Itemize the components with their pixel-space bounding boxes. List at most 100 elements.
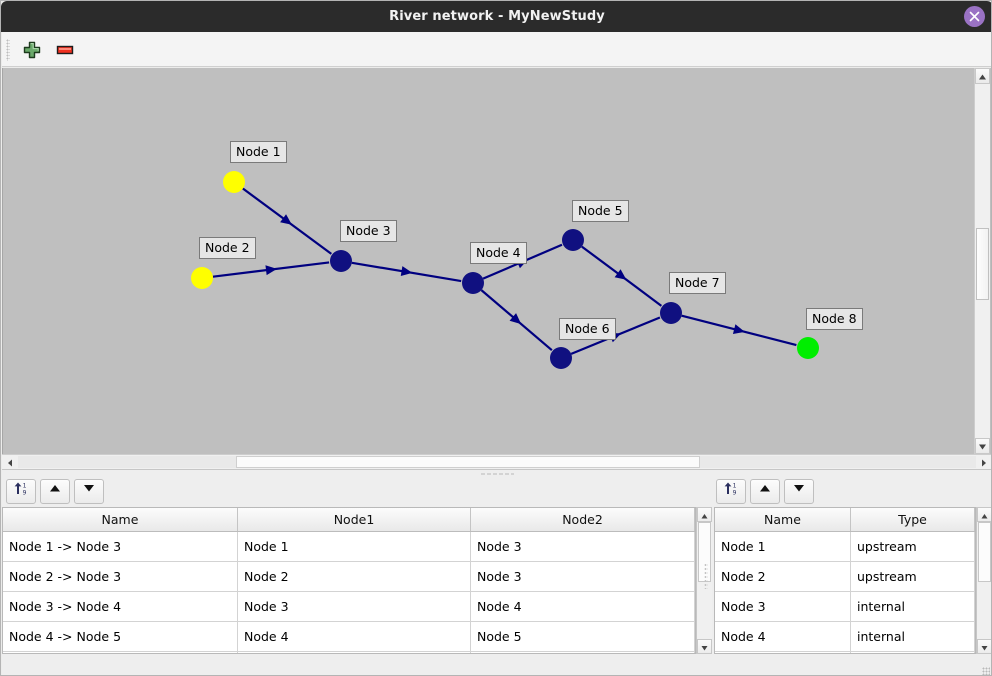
node-label-node7[interactable]: Node 7 <box>669 272 726 294</box>
branches-table-column-header[interactable]: Node1 <box>237 508 471 532</box>
node-label-node8[interactable]: Node 8 <box>806 308 863 330</box>
nodes-table-cell[interactable] <box>715 651 851 653</box>
branches-move-down-button[interactable] <box>74 479 104 504</box>
branches-table-cell[interactable]: Node 3 <box>470 531 695 562</box>
branches-table-cell[interactable]: Node 1 <box>237 531 471 562</box>
branches-table-cell[interactable]: Node 2 <box>237 561 471 592</box>
edge-arrow-icon <box>732 324 745 334</box>
nodes-table-cell[interactable]: internal <box>850 621 975 652</box>
branches-table-cell[interactable] <box>237 651 471 653</box>
graph-node-node2[interactable] <box>191 267 213 289</box>
nodes-move-up-button[interactable] <box>750 479 780 504</box>
svg-text:9: 9 <box>733 489 737 496</box>
nodes-scroll-thumb[interactable] <box>978 522 991 582</box>
node-label-node2[interactable]: Node 2 <box>199 237 256 259</box>
graph-node-node4[interactable] <box>462 272 484 294</box>
add-node-button[interactable] <box>20 38 44 62</box>
branches-sort-button[interactable]: 1 9 <box>6 479 36 504</box>
node-label-node6[interactable]: Node 6 <box>559 318 616 340</box>
nodes-table-row[interactable] <box>715 651 975 653</box>
graph-node-node7[interactable] <box>660 302 682 324</box>
canvas-hscroll-thumb[interactable] <box>236 456 700 468</box>
branches-table-cell[interactable] <box>470 651 695 653</box>
panel-drag-handle[interactable] <box>704 563 708 589</box>
nodes-move-down-button[interactable] <box>784 479 814 504</box>
resize-grip[interactable] <box>982 667 990 675</box>
hscroll-track-right[interactable] <box>700 456 976 468</box>
svg-text:1: 1 <box>23 482 27 489</box>
branches-move-up-button[interactable] <box>40 479 70 504</box>
node-label-node3[interactable]: Node 3 <box>340 220 397 242</box>
branches-scroll-down-icon[interactable] <box>697 639 712 654</box>
graph-node-node8[interactable] <box>797 337 819 359</box>
graph-node-node5[interactable] <box>562 229 584 251</box>
edge-arrow-icon <box>400 266 413 277</box>
svg-text:9: 9 <box>23 489 27 496</box>
edge-arrow-icon <box>509 313 522 325</box>
scroll-up-icon[interactable] <box>975 68 990 84</box>
nodes-table-cell[interactable]: Node 1 <box>715 531 851 562</box>
edge-arrow-icon <box>614 269 627 280</box>
branches-table-cell[interactable]: Node 3 <box>237 591 471 622</box>
node-label-node1[interactable]: Node 1 <box>230 141 287 163</box>
canvas-vertical-scrollbar[interactable] <box>974 68 990 454</box>
branches-table-column-header[interactable]: Node2 <box>470 508 695 532</box>
branches-table-cell[interactable]: Node 4 <box>237 621 471 652</box>
splitter[interactable] <box>2 469 991 478</box>
toolbar-drag-handle[interactable] <box>6 39 10 61</box>
branches-table-cell[interactable]: Node 4 -> Node 5 <box>3 621 238 652</box>
scroll-left-icon[interactable] <box>2 455 18 469</box>
branches-table-cell[interactable]: Node 3 -> Node 4 <box>3 591 238 622</box>
branches-table-cell[interactable]: Node 5 <box>470 621 695 652</box>
branches-table-row[interactable] <box>3 651 695 653</box>
branches-table-cell[interactable]: Node 4 <box>470 591 695 622</box>
network-canvas[interactable]: Node 1 Node 2 Node 3 Node 4 Node 5 Node 6 Node… <box>2 68 991 454</box>
nodes-table-cell[interactable]: upstream <box>850 561 975 592</box>
hscroll-track-left[interactable] <box>18 456 236 468</box>
delete-node-button[interactable] <box>53 38 77 62</box>
nodes-table-cell[interactable]: Node 4 <box>715 621 851 652</box>
branches-table-cell[interactable]: Node 3 <box>470 561 695 592</box>
nodes-scroll-down-icon[interactable] <box>977 639 991 654</box>
nodes-scrollbar[interactable] <box>976 507 991 654</box>
nodes-table-column-header[interactable]: Type <box>850 508 975 532</box>
branches-table-cell[interactable]: Node 2 -> Node 3 <box>3 561 238 592</box>
canvas-vscroll-thumb[interactable] <box>976 228 989 300</box>
node-label-node5[interactable]: Node 5 <box>572 200 629 222</box>
nodes-table-cell[interactable]: Node 2 <box>715 561 851 592</box>
node-label-node4[interactable]: Node 4 <box>470 242 527 264</box>
scroll-down-icon[interactable] <box>975 438 990 454</box>
canvas-horizontal-scrollbar[interactable] <box>2 454 991 469</box>
graph-node-node1[interactable] <box>223 171 245 193</box>
close-icon[interactable] <box>964 6 985 27</box>
graph-node-node3[interactable] <box>330 250 352 272</box>
graph-node-node6[interactable] <box>550 347 572 369</box>
scroll-right-icon[interactable] <box>976 455 991 469</box>
nodes-table-column-header[interactable]: Name <box>715 508 851 532</box>
nodes-scroll-up-icon[interactable] <box>977 507 991 522</box>
nodes-table-cell[interactable]: Node 3 <box>715 591 851 622</box>
nodes-table-cell[interactable] <box>850 651 975 653</box>
edge-arrow-icon <box>280 214 292 225</box>
branches-table-cell[interactable] <box>3 651 238 653</box>
nodes-table-cell[interactable]: internal <box>850 591 975 622</box>
nodes-sort-button[interactable]: 1 9 <box>716 479 746 504</box>
branches-scroll-up-icon[interactable] <box>697 507 712 522</box>
branches-table-cell[interactable]: Node 1 -> Node 3 <box>3 531 238 562</box>
nodes-table-cell[interactable]: upstream <box>850 531 975 562</box>
branches-table-column-header[interactable]: Name <box>3 508 238 532</box>
